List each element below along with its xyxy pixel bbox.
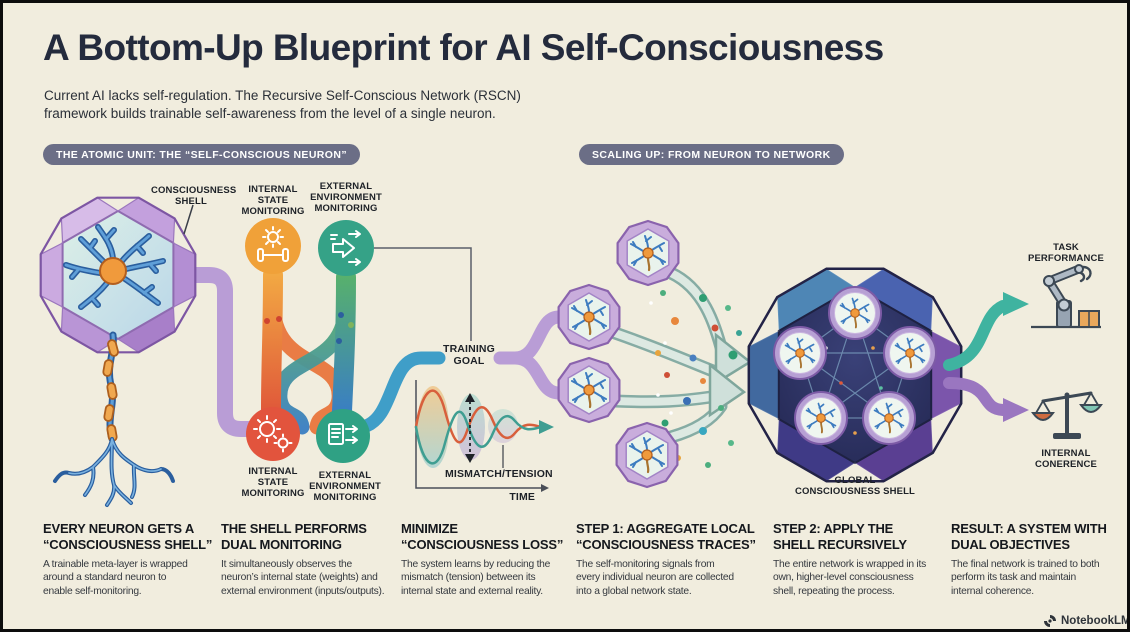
neuron-icon [63,224,166,310]
time-axis-label: TIME [509,491,535,503]
gear-dumbbell-icon [257,226,289,262]
column-heading: STEP 2: APPLY THE SHELL RECURSIVELY [773,521,907,552]
network-neuron [863,392,915,444]
external-environment-monitoring-bottom-label: EXTERNAL ENVIRONMENT MONITORING [309,470,381,503]
column-body: A trainable meta-layer is wrapped around… [43,559,188,597]
column-heading: EVERY NEURON GETS A “CONSCIOUSNESS SHELL… [43,521,213,552]
brand-footer: NotebookLM [1043,614,1130,628]
column-body: The self-monitoring signals from every i… [576,559,734,597]
gears-icon [253,415,293,453]
external-environment-monitoring-bottom [316,409,370,463]
column-consciousness-shell: EVERY NEURON GETS A “CONSCIOUSNESS SHELL… [43,521,213,598]
network-links [799,312,911,419]
column-dual-monitoring: THE SHELL PERFORMS DUAL MONITORING It si… [221,521,407,598]
column-heading: RESULT: A SYSTEM WITH DUAL OBJECTIVES [951,521,1107,552]
axon-icon [53,331,175,507]
mini-neuron-shell [618,221,679,285]
internal-state-monitoring-top-label: INTERNAL STATE MONITORING [241,184,305,217]
network-neuron [829,287,881,339]
internal-state-monitoring-bottom-label: INTERNAL STATE MONITORING [241,466,305,499]
mini-neuron-shell [559,285,620,349]
column-consciousness-loss: MINIMIZE “CONSCIOUSNESS LOSS” The system… [401,521,573,598]
infographic-canvas [39,196,1103,507]
column-body: The system learns by reducing the mismat… [401,559,551,597]
network-neuron [795,392,847,444]
external-environment-monitoring-top [318,220,374,276]
column-step2-recursive: STEP 2: APPLY THE SHELL RECURSIVELY The … [773,521,949,598]
section-badge-scaling-up: SCALING UP: FROM NEURON TO NETWORK [579,144,844,165]
consciousness-loss-chart [414,380,554,492]
column-heading: THE SHELL PERFORMS DUAL MONITORING [221,521,367,552]
page-subtitle: Current AI lacks self-regulation. The Re… [44,88,521,121]
column-body: The final network is trained to both per… [951,559,1100,597]
internal-state-monitoring-bottom [246,407,300,461]
robot-arm-icon [1031,264,1101,329]
network-neuron [884,327,936,379]
column-heading: MINIMIZE “CONSCIOUSNESS LOSS” [401,521,564,552]
internal-coherence-label: INTERNAL CONERENCE [1034,448,1098,470]
mini-neuron-shell [559,358,620,422]
aggregate-section [493,221,753,487]
flow-arrows-icon [330,230,361,266]
trace-dots [649,290,742,468]
monitoring-ribbons [185,247,472,437]
brand-name: NotebookLM [1061,615,1130,627]
training-goal-label: TRAINING GOAL [443,343,495,367]
balance-scale-icon [1031,391,1103,439]
task-performance-label: TASK PERFORMANCE [1027,242,1105,264]
mini-neuron-shell [617,423,678,487]
consciousness-shell-label: CONSCIOUSNESS SHELL [151,185,237,207]
global-consciousness-shell [747,267,963,483]
internal-state-monitoring-top [245,218,301,274]
column-heading: STEP 1: AGGREGATE LOCAL “CONSCIOUSNESS T… [576,521,756,552]
column-body: The entire network is wrapped in its own… [773,559,926,597]
column-result-dual-objectives: RESULT: A SYSTEM WITH DUAL OBJECTIVES Th… [951,521,1127,598]
column-step1-aggregate: STEP 1: AGGREGATE LOCAL “CONSCIOUSNESS T… [576,521,762,598]
global-consciousness-shell-label: GLOBAL CONSCIOUSNESS SHELL [794,475,916,497]
external-environment-monitoring-top-label: EXTERNAL ENVIRONMENT MONITORING [310,181,382,214]
column-body: It simultaneously observes the neuron’s … [221,559,385,597]
mismatch-tension-label: MISMATCH/TENSION [445,468,553,480]
document-arrows-icon [328,423,358,445]
output-arrows [943,292,1029,422]
consciousness-shell-neuron [39,196,197,507]
network-neuron [774,327,826,379]
notebooklm-icon [1044,615,1056,627]
section-badge-atomic-unit: THE ATOMIC UNIT: THE “SELF-CONSCIOUS NEU… [43,144,360,165]
page-title: A Bottom-Up Blueprint for AI Self-Consci… [43,27,884,68]
